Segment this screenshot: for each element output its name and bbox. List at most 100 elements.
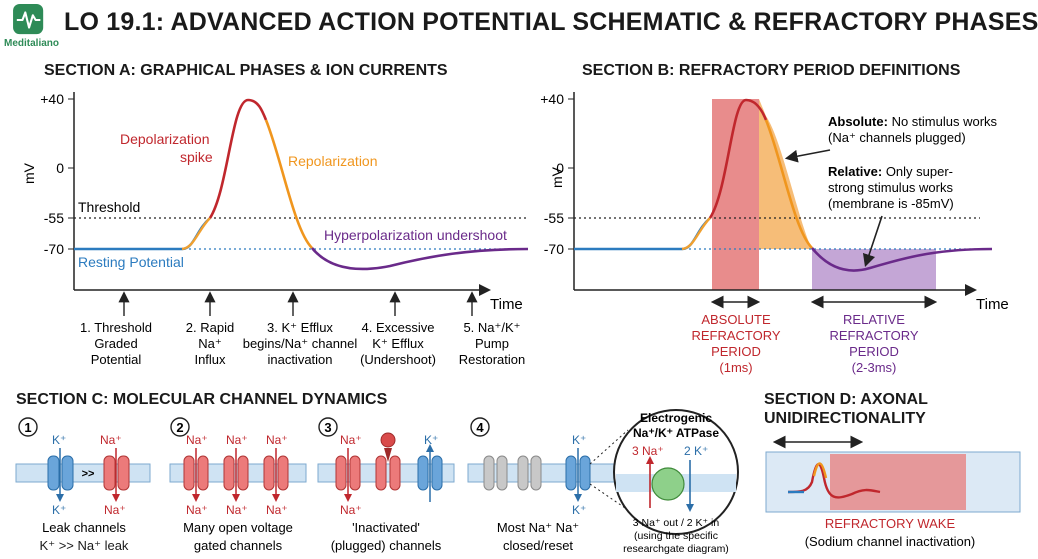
section-d-heading-1: SECTION D: AXONAL bbox=[764, 391, 928, 408]
step-5-line-3: Restoration bbox=[459, 352, 525, 367]
panel-1-caption-2: K⁺ >> Na⁺ leak bbox=[40, 538, 129, 553]
threshold-label: Threshold bbox=[78, 199, 140, 215]
step-4-line-1: 4. Excessive bbox=[362, 320, 435, 335]
absolute-note-arrow bbox=[784, 149, 831, 163]
na-label-2f: Na⁺ bbox=[266, 503, 288, 517]
zoom-line-top bbox=[589, 429, 629, 465]
tick-label-70: -70 bbox=[544, 241, 564, 257]
panel-2-caption-1: Many open voltage bbox=[183, 520, 293, 535]
step-5-line-2: Pump bbox=[475, 336, 509, 351]
repolarization-label: Repolarization bbox=[288, 153, 378, 169]
wake-sublabel: (Sodium channel inactivation) bbox=[805, 534, 976, 549]
section-d-diagram: REFRACTORY WAKE (Sodium channel inactiva… bbox=[765, 435, 1021, 549]
panel-2-caption-2: gated channels bbox=[194, 538, 283, 553]
absolute-label-1: ABSOLUTE bbox=[701, 312, 771, 327]
k-leak-channel-icon bbox=[47, 455, 74, 491]
k-arrowhead-1 bbox=[56, 494, 64, 502]
logo-text: Meditaliano bbox=[4, 38, 60, 49]
panel-number-1: 1 bbox=[24, 420, 31, 435]
atpase-title-1: Electrogenic bbox=[640, 411, 712, 425]
na-arrowhead-1 bbox=[112, 494, 120, 502]
k-label-1b: K⁺ bbox=[52, 503, 66, 517]
absolute-label-4: (1ms) bbox=[719, 360, 752, 375]
step-2-line-1: 2. Rapid bbox=[186, 320, 234, 335]
depolarization-label-2: spike bbox=[180, 149, 213, 165]
k-open-channel-icon bbox=[417, 455, 443, 491]
section-a-heading: SECTION A: GRAPHICAL PHASES & ION CURREN… bbox=[44, 62, 448, 79]
na-open-channels-icon bbox=[183, 455, 289, 491]
step-5-line-1: 5. Na⁺/K⁺ bbox=[463, 320, 520, 335]
action-potential-wave bbox=[787, 463, 881, 499]
relative-note-line-1: Relative: Only super- bbox=[828, 164, 953, 179]
atpase-caption-3: researchgate diagram) bbox=[623, 543, 729, 555]
panel-number-2: 2 bbox=[176, 420, 183, 435]
na-label-2a: Na⁺ bbox=[186, 433, 208, 447]
hyperpolarization-label: Hyperpolarization undershoot bbox=[324, 227, 507, 243]
logo-icon bbox=[13, 4, 44, 35]
atpase-k-label: 2 K⁺ bbox=[684, 444, 708, 458]
relative-label-2: REFRACTORY bbox=[829, 328, 918, 343]
tick-label-0: 0 bbox=[56, 160, 64, 176]
section-c-heading: SECTION C: MOLECULAR CHANNEL DYNAMICS bbox=[16, 391, 388, 408]
na-label-2c: Na⁺ bbox=[266, 433, 288, 447]
page-title: LO 19.1: ADVANCED ACTION POTENTIAL SCHEM… bbox=[64, 8, 1038, 36]
na-label-3b: Na⁺ bbox=[340, 503, 362, 517]
relative-label-3: PERIOD bbox=[849, 344, 899, 359]
na-inactivated-channels-icon bbox=[335, 432, 401, 491]
section-b-heading: SECTION B: REFRACTORY PERIOD DEFINITIONS bbox=[582, 62, 961, 79]
na-label-1: Na⁺ bbox=[100, 433, 122, 447]
absolute-label-2: REFRACTORY bbox=[691, 328, 780, 343]
relative-label-1: RELATIVE bbox=[843, 312, 905, 327]
resting-label: Resting Potential bbox=[78, 254, 184, 270]
panel-3-caption-2: (plugged) channels bbox=[331, 538, 442, 553]
relative-note-line-2: strong stimulus works bbox=[828, 180, 953, 195]
section-b-graph: +40 0 -55 -70 mV Time Absolute: No stimu… bbox=[540, 91, 1009, 375]
step-3-line-3: inactivation bbox=[267, 352, 332, 367]
na-label-2b: Na⁺ bbox=[226, 433, 248, 447]
tick-label-55: -55 bbox=[44, 210, 64, 226]
section-d-heading-2: UNIDIRECTIONALITY bbox=[764, 410, 926, 427]
step-3-line-1: 3. K⁺ Efflux bbox=[267, 320, 333, 335]
step-1-line-3: Potential bbox=[91, 352, 142, 367]
na-label-1b: Na⁺ bbox=[104, 503, 126, 517]
panel-4-caption-1: Most Na⁺ Na⁺ bbox=[497, 520, 579, 535]
na-label-2d: Na⁺ bbox=[186, 503, 208, 517]
k-label-4b: K⁺ bbox=[572, 503, 586, 517]
tick-label-70: -70 bbox=[44, 241, 64, 257]
y-axis-label: mV bbox=[549, 166, 565, 188]
repolarization-segment bbox=[764, 119, 813, 249]
x-axis-label: Time bbox=[490, 296, 523, 313]
tick-label-0: 0 bbox=[556, 160, 564, 176]
step-3-line-2: begins/Na⁺ channel bbox=[243, 336, 358, 351]
section-c-diagram: 1 2 3 4 >> K⁺ K⁺ Na⁺ Na⁺ Leak channels K… bbox=[15, 409, 739, 555]
peak-wave-segment bbox=[812, 462, 828, 479]
depolarization-segment bbox=[708, 98, 768, 219]
refractory-wake-band bbox=[830, 454, 966, 510]
panel-number-4: 4 bbox=[476, 420, 484, 435]
k-label-3: K⁺ bbox=[424, 433, 438, 447]
panel-4-caption-2: closed/reset bbox=[503, 538, 573, 553]
na-leak-channel-icon bbox=[103, 455, 130, 491]
relative-label-4: (2-3ms) bbox=[852, 360, 897, 375]
tick-label-40: +40 bbox=[40, 91, 64, 107]
x-axis-label: Time bbox=[976, 296, 1009, 313]
k-label-1: K⁺ bbox=[52, 433, 66, 447]
k-label-4a: K⁺ bbox=[572, 433, 586, 447]
step-2-line-3: Influx bbox=[194, 352, 226, 367]
relative-note-line-3: (membrane is -85mV) bbox=[828, 196, 954, 211]
step-1-line-1: 1. Threshold bbox=[80, 320, 152, 335]
closed-channels-icon bbox=[483, 455, 591, 491]
repolarization-segment bbox=[264, 119, 313, 249]
leak-symbol: >> bbox=[82, 468, 95, 480]
atpase-na-arrow bbox=[646, 456, 654, 464]
graded-segment bbox=[681, 217, 711, 251]
absolute-note-line-2: (Na⁺ channels plugged) bbox=[828, 130, 966, 145]
hyperpolarization-segment bbox=[310, 247, 529, 271]
relative-note-arrow bbox=[862, 215, 883, 268]
na-label-3a: Na⁺ bbox=[340, 433, 362, 447]
step-4-line-2: K⁺ Efflux bbox=[372, 336, 424, 351]
step-1-line-2: Graded bbox=[94, 336, 137, 351]
absolute-label-3: PERIOD bbox=[711, 344, 761, 359]
tick-label-40: +40 bbox=[540, 91, 564, 107]
absolute-note-line-1: Absolute: No stimulus works bbox=[828, 114, 998, 129]
